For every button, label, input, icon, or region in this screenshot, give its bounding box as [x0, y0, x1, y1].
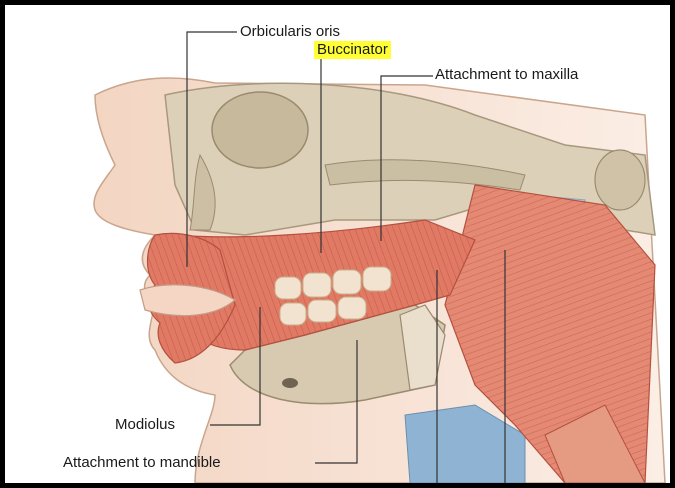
label-buccinator: Buccinator: [314, 41, 391, 59]
label-modiolus: Modiolus: [115, 416, 175, 434]
label-attachment-mandible: Attachment to mandible: [63, 454, 221, 472]
label-orbicularis-oris: Orbicularis oris: [240, 23, 340, 41]
anatomy-figure: Orbicularis oris Buccinator Attachment t…: [5, 5, 670, 483]
label-attachment-maxilla: Attachment to maxilla: [435, 66, 578, 84]
